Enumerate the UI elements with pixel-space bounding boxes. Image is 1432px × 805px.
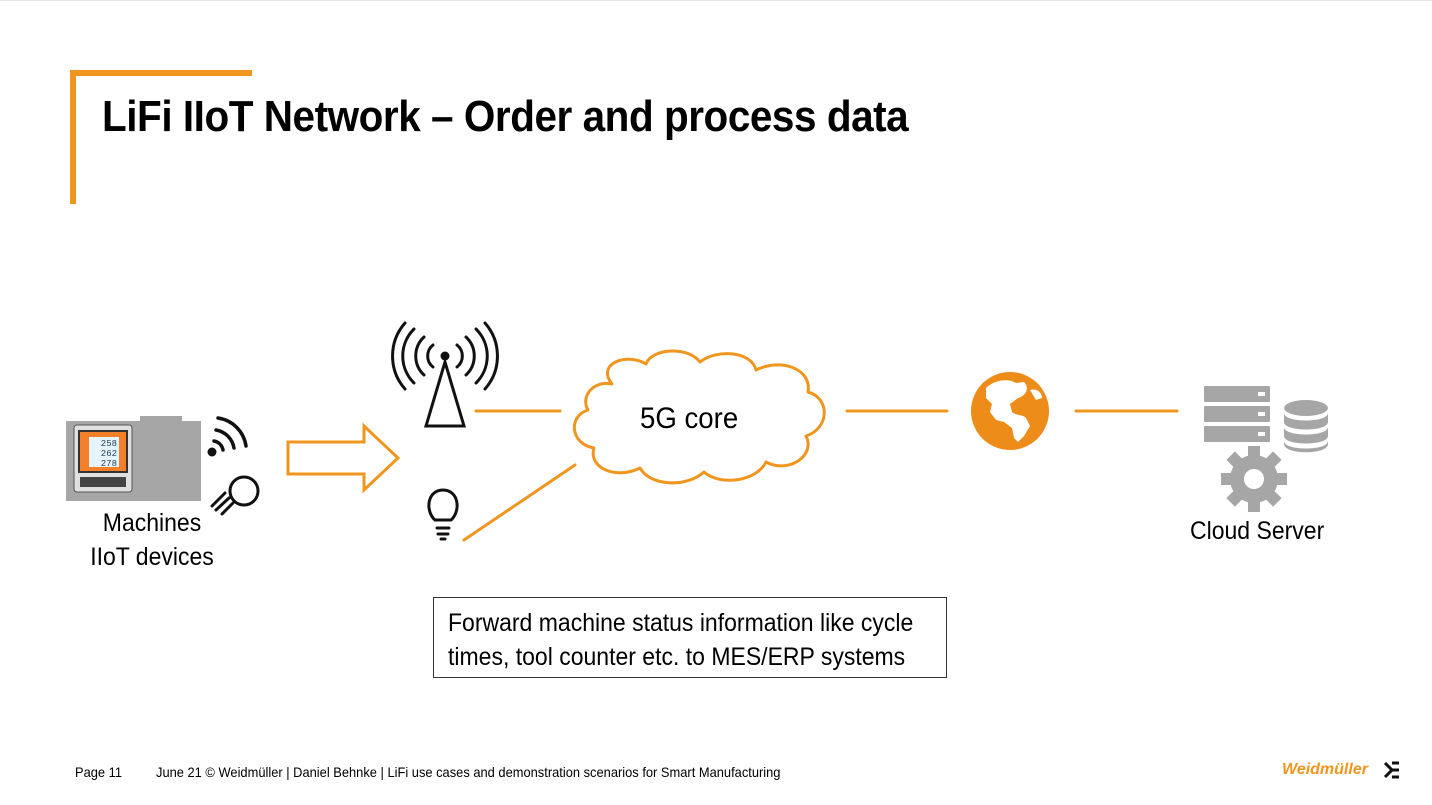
footer-text: June 21 © Weidmüller | Daniel Behnke | L… [156, 764, 781, 780]
title-bracket-vertical [70, 70, 76, 204]
slide-title: LiFi IIoT Network – Order and process da… [102, 92, 909, 141]
globe-icon [971, 372, 1049, 450]
brand-logo-text: Weidmüller [1282, 761, 1368, 778]
info-box-line: times, tool counter etc. to MES/ERP syst… [448, 643, 906, 671]
core-label: 5G core [640, 402, 739, 435]
top-border [0, 0, 1432, 1]
light-bulb-icon [427, 488, 459, 541]
connection-lines [462, 409, 1179, 542]
connection-line [462, 463, 577, 542]
page-number: Page 11 [75, 764, 123, 780]
device-display-value: 258 [101, 439, 117, 449]
device-display-value: 278 [101, 459, 117, 469]
gear-icon [1221, 446, 1287, 512]
title-bracket-horizontal [70, 70, 252, 76]
info-box: Forward machine status information like … [433, 597, 947, 678]
device-display-value: 262 [101, 449, 117, 459]
brand-mark-icon [1383, 761, 1399, 779]
machines-label: Machines IIoT devices [67, 506, 236, 574]
cloud-icon [572, 349, 826, 485]
light-bulb-icon [210, 475, 260, 516]
power-meter-device-icon: 258 262 278 [73, 424, 133, 493]
arrow-right-icon [286, 422, 401, 494]
machines-label-line: IIoT devices [90, 543, 214, 571]
server-rack-icon [1204, 386, 1270, 442]
antenna-tower-icon [391, 321, 499, 428]
database-icon [1284, 400, 1328, 453]
machines-label-line: Machines [102, 509, 202, 537]
wireless-signal-icon [207, 416, 248, 457]
info-box-line: Forward machine status information like … [448, 609, 914, 637]
cloud-server-label: Cloud Server [1190, 517, 1325, 545]
